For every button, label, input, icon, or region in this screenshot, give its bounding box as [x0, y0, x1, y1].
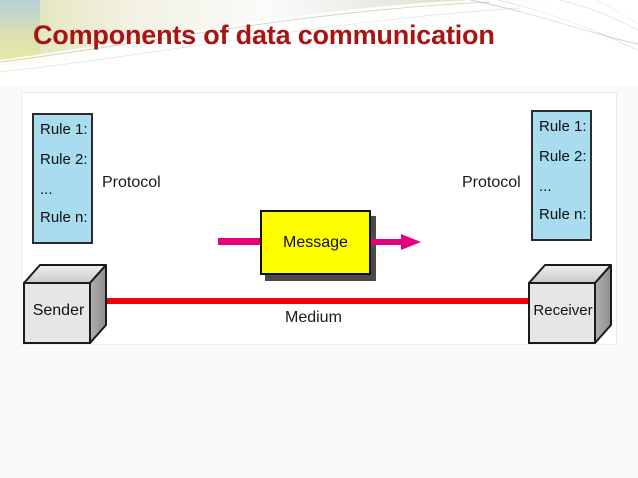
rule-item: Rule n: — [40, 209, 88, 226]
receiver-node: Receiver — [527, 263, 613, 346]
protocol-rules-box-right: Rule 1: Rule 2: ... Rule n: — [531, 110, 592, 241]
protocol-label-right: Protocol — [462, 174, 521, 191]
rule-item-ellipsis: ... — [40, 181, 53, 198]
rule-item: Rule 1: — [40, 121, 88, 138]
rule-item-ellipsis: ... — [539, 178, 552, 195]
medium-link-line — [91, 298, 540, 304]
medium-label: Medium — [285, 309, 342, 326]
header-swoosh-graphic — [0, 0, 638, 86]
rule-item: Rule n: — [539, 206, 587, 223]
protocol-rules-box-left: Rule 1: Rule 2: ... Rule n: — [32, 113, 93, 244]
diagram-canvas: Rule 1: Rule 2: ... Rule n: Protocol Rul… — [21, 92, 617, 345]
message-inbound-arrow-icon — [218, 238, 262, 245]
protocol-label-left: Protocol — [102, 174, 161, 191]
rule-item: Rule 1: — [539, 118, 587, 135]
rule-item: Rule 2: — [539, 148, 587, 165]
message-box: Message — [260, 210, 371, 275]
page-title: Components of data communication — [33, 20, 495, 50]
message-outbound-arrow-icon — [371, 233, 421, 251]
message-label: Message — [283, 233, 348, 251]
sender-node: Sender — [22, 263, 108, 346]
rule-item: Rule 2: — [40, 151, 88, 168]
